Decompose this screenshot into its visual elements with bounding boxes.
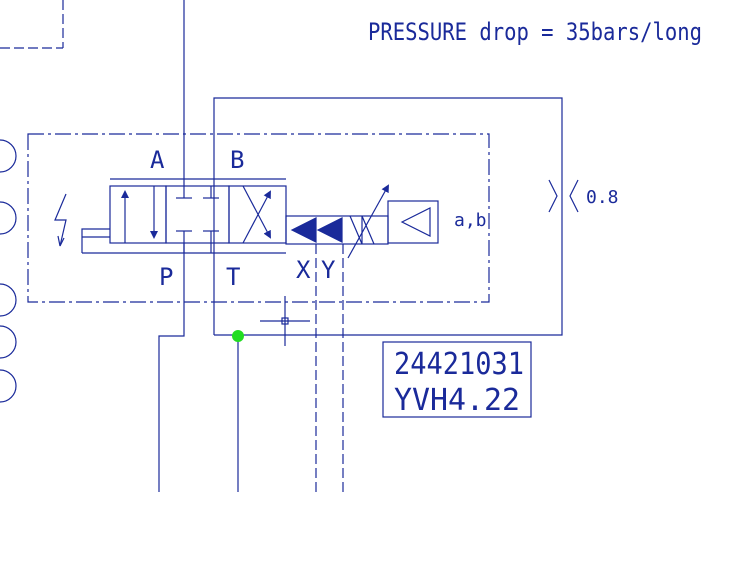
line-p xyxy=(158,243,185,492)
pilot-triangle-1 xyxy=(290,217,317,243)
solenoid-box xyxy=(387,200,439,244)
valve-envelope-center xyxy=(165,185,230,244)
crosshair-cursor xyxy=(260,296,310,346)
spring-symbol xyxy=(349,215,375,245)
port-a-label: A xyxy=(150,146,165,174)
port-x-label: X xyxy=(296,256,311,284)
pressure-note: PRESSURE drop = 35bars/long xyxy=(368,18,702,46)
variable-arrow xyxy=(347,184,389,259)
port-b-label: B xyxy=(230,146,244,174)
valve-envelope-left xyxy=(109,185,167,244)
port-y-label: Y xyxy=(321,256,336,284)
pilot-triangle-2 xyxy=(316,217,343,243)
left-edge-circles xyxy=(0,139,17,403)
part-label-box xyxy=(382,341,532,418)
pilot-loop xyxy=(213,97,563,336)
solenoid-label: a,b xyxy=(454,210,487,231)
center-closed-ports xyxy=(176,186,219,243)
orifice-symbol xyxy=(548,179,579,213)
manual-override xyxy=(81,228,110,253)
valve-boundary xyxy=(27,133,490,303)
top-left-boundary xyxy=(0,0,64,49)
part-code: 24421031 xyxy=(394,347,524,382)
part-model: YVH4.22 xyxy=(394,383,520,418)
solenoid-triangle xyxy=(400,207,431,237)
valve-envelope-right xyxy=(228,185,287,244)
port-t-label: T xyxy=(226,263,240,291)
junction-dot xyxy=(232,330,244,342)
electric-icon xyxy=(54,193,67,247)
orifice-label: 0.8 xyxy=(586,187,619,208)
port-p-label: P xyxy=(159,263,173,291)
